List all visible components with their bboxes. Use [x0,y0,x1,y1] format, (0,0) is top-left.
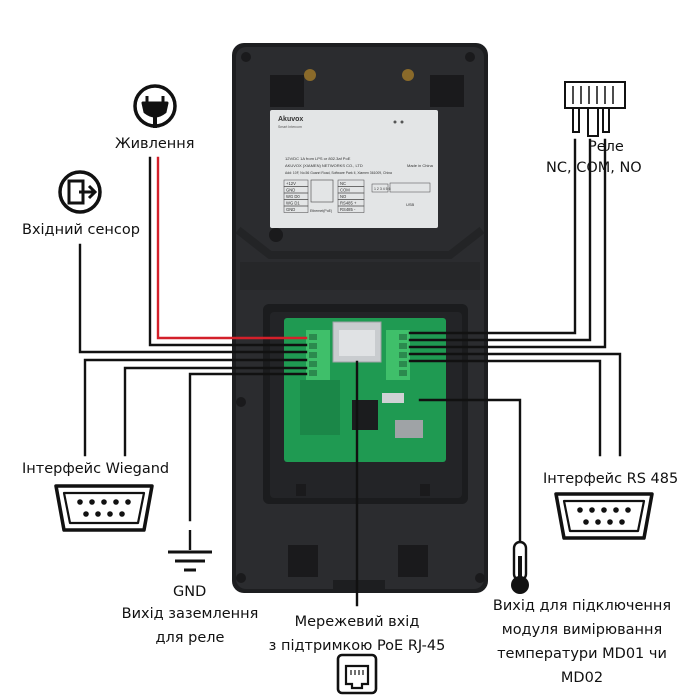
thermometer-icon [511,540,529,594]
power-gnd-wire [148,156,308,347]
sticker-pins: 1 2 3 4 5 6 [374,187,391,191]
intercom-device: Akuvox Smart Intercom 12V/DC 1A from LPS… [232,43,488,593]
relay-icon [564,81,626,137]
mount-recess-bottom-left [288,545,318,577]
sticker-terminal-label: COM [340,188,350,193]
label-relay-contacts: NC, COM, NO [546,160,642,176]
usb-connector [395,420,423,438]
rj45-port-icon [336,653,378,695]
sticker-terminal-label: NO [340,194,347,199]
gnd-wire [188,372,308,522]
sticker-terminal-label: +12V [286,181,296,186]
label-network-2: з підтримкою PoE RJ-45 [268,638,446,654]
relay-com-wire [408,138,592,342]
label-ground-output-1: Вихід заземлення [121,606,259,622]
relay-nc-wire [408,138,577,335]
sticker-tagline: Smart Intercom [278,125,302,129]
screw-right [402,69,414,81]
power-plug-icon [133,84,177,128]
wiegand-wire-1 [83,358,308,457]
label-network-1: Мережевий вхід [294,614,420,630]
sticker-terminal-label: RS485 + [340,201,357,206]
sticker-made-in: Made in China [407,163,434,168]
mount-recess-left [270,75,304,107]
sticker-address: Add: 10F, No.56 Guanri Road, Software Pa… [285,171,392,175]
sticker-usb: USB [406,202,415,207]
temp-wire [418,398,522,542]
screw-left [304,69,316,81]
ground-icon [168,530,212,572]
label-temp-1: Вихід для підключення [492,598,672,614]
sticker-brand: Akuvox [278,116,303,123]
sticker-terminal-label: WG D1 [286,201,300,206]
sticker-terminal-label: RS485 - [340,207,356,212]
sticker-terminal-label: NC [340,181,346,186]
label-wiegand: Інтерфейс Wiegand [22,461,170,477]
input-sensor-wire [78,243,308,354]
label-temp-4: MD02 [560,670,604,686]
sticker-ethernet: Ethernet(PoE) [310,209,332,213]
power-wire [156,156,308,340]
label-gnd: GND [173,584,207,600]
exit-door-icon [58,170,102,214]
mount-recess-bottom-right [398,545,428,577]
wiegand-wire-2 [123,366,308,457]
db9-connector-icon [554,492,654,540]
device-sticker [270,110,438,228]
rs485-wire-1 [408,352,622,457]
sticker-terminal-label: GND [286,207,295,212]
wires [78,138,622,607]
label-rs485: Інтерфейс RS 485 [543,471,679,487]
label-input-sensor: Вхідний сенсор [22,222,140,238]
sticker-spec: 12V/DC 1A from LPS or 802.3af PoE [285,156,351,161]
sticker-company: AKUVOX (XIAMEN) NETWORKS CO., LTD [285,163,363,168]
db9-connector-icon [54,484,154,532]
relay-no-wire [408,138,607,349]
sticker-terminal-label: WG D0 [286,194,300,199]
rs485-wire-2 [408,359,602,457]
label-ground-output-2: для реле [155,630,225,646]
sticker-ethernet-box [310,179,334,203]
label-power: Живлення [115,136,195,152]
label-temp-3: температури MD01 чи [497,646,667,662]
label-relay-title: Реле [588,139,624,155]
label-temp-2: модуля вимірювання [501,622,663,638]
mount-recess-right [430,75,464,107]
sticker-terminal-label: GND [286,188,295,193]
